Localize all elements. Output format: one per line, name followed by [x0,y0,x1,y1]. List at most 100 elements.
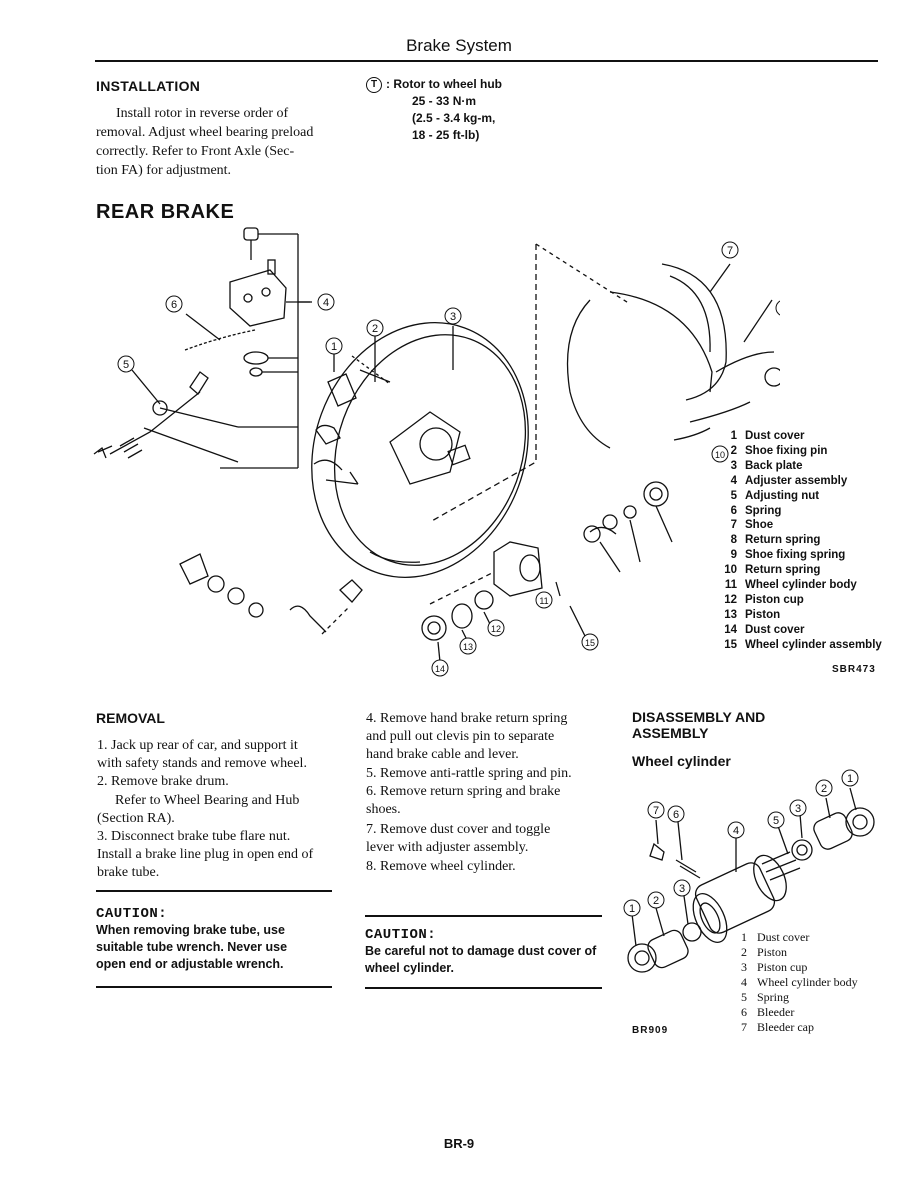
removal-step-line: 8. Remove wheel cylinder. [366,858,516,874]
removal-step-line: Refer to Wheel Bearing and Hub [115,792,300,808]
installation-line: tion FA) for adjustment. [96,163,232,178]
svg-text:3: 3 [679,883,685,895]
callout-1-left: 1 [623,899,641,917]
return-spring-lower [689,401,751,423]
callout-8: 8 [775,300,780,316]
page-number: BR-9 [443,1136,475,1151]
bleeder-cap [649,842,665,861]
piston-left [647,929,689,969]
bolt [313,459,343,471]
adjuster-spring [184,329,256,351]
callout-7: 7 [647,801,665,819]
svg-text:6: 6 [171,299,177,311]
svg-text:2: 2 [372,323,378,335]
svg-text:1: 1 [847,773,853,785]
piston-right [813,812,853,850]
callout-2: 2 [815,779,833,797]
caution-box-dust-cover: CAUTION: Be careful not to damage dust c… [365,915,602,989]
callout-1: 1 [841,769,859,787]
svg-text:15: 15 [585,638,595,648]
caution-title: CAUTION: [96,906,168,922]
brake-shoe-upper [661,263,727,401]
dust-cover-right [643,481,669,507]
washer [243,351,269,365]
svg-text:14: 14 [435,664,445,674]
callout-7: 7 [721,241,739,259]
callout-10: 10 [711,445,729,463]
callout-14: 14 [431,659,449,677]
callout-1: 1 [325,337,343,355]
svg-text:6: 6 [673,809,679,821]
callout-5: 5 [117,355,135,373]
removal-step-line: (Section RA). [97,810,175,826]
disassembly-heading: DISASSEMBLY AND ASSEMBLY [632,709,766,741]
adjuster-cap [179,553,209,585]
removal-step-line: 7. Remove dust cover and toggle [366,822,551,838]
removal-step-line: 5. Remove anti-rattle spring and pin. [366,765,572,781]
caution-box-tube: CAUTION: When removing brake tube, use s… [96,890,332,988]
removal-steps-col1: 1. Jack up rear of car, and support it w… [97,737,333,883]
brake-shoe-lower [566,299,611,449]
svg-text:13: 13 [463,642,473,652]
caution-line: open end or adjustable wrench. [96,957,284,971]
svg-text:3: 3 [795,803,801,815]
torque-spec-line: 25 - 33 N·m [412,94,477,108]
svg-text:7: 7 [653,805,659,817]
callout-15: 15 [581,633,599,651]
back-plate [311,322,529,578]
adjusting-nut [152,400,168,416]
callout-2-left: 2 [647,891,665,909]
torque-spec-line: 18 - 25 ft-lb) [412,128,480,142]
callout-4: 4 [727,821,745,839]
return-spring-upper [715,351,775,373]
removal-step-line: shoes. [366,802,401,818]
removal-step-line: 1. Jack up rear of car, and support it [97,738,298,753]
small-pin [267,259,276,275]
rear-brake-figure-code: SBR473 [832,664,876,675]
removal-step-line: and pull out clevis pin to separate [366,729,555,745]
rear-brake-exploded-diagram: 6 5 4 1 2 3 7 8 9 10 11 12 13 14 15 [93,227,780,677]
rear-brake-heading: REAR BRAKE [96,201,235,223]
removal-step-line: lever with adjuster assembly. [366,840,529,856]
adjuster-bracket [189,371,209,395]
bleeder [589,526,617,535]
svg-text:5: 5 [773,815,779,827]
wheel-cylinder-subheading: Wheel cylinder [632,753,731,769]
clevis-pin-head [243,227,259,241]
dust-cover-left [627,943,657,973]
removal-step-line: 3. Disconnect brake tube flare nut. [97,829,291,845]
caution-line: When removing brake tube, use [96,923,285,937]
wheel-cylinder-exploded-diagram: 1 2 3 5 4 7 6 1 2 3 [623,769,875,973]
callout-3: 3 [444,307,462,325]
callout-13: 13 [459,637,477,655]
svg-text:4: 4 [733,825,739,837]
callout-4: 4 [317,293,335,311]
wheel-cylinder-body [493,541,543,597]
bleeder-screw [289,605,327,633]
callout-11: 11 [535,591,553,609]
removal-step-line: 2. Remove brake drum. [97,774,229,790]
callout-12: 12 [487,619,505,637]
header-rule [95,60,878,62]
torque-icon: T [366,76,382,93]
caution-line: Be careful not to damage dust cover of [365,944,597,958]
removal-step-line: brake tube. [97,865,160,881]
caution-title: CAUTION: [365,927,437,943]
spring [761,851,801,881]
